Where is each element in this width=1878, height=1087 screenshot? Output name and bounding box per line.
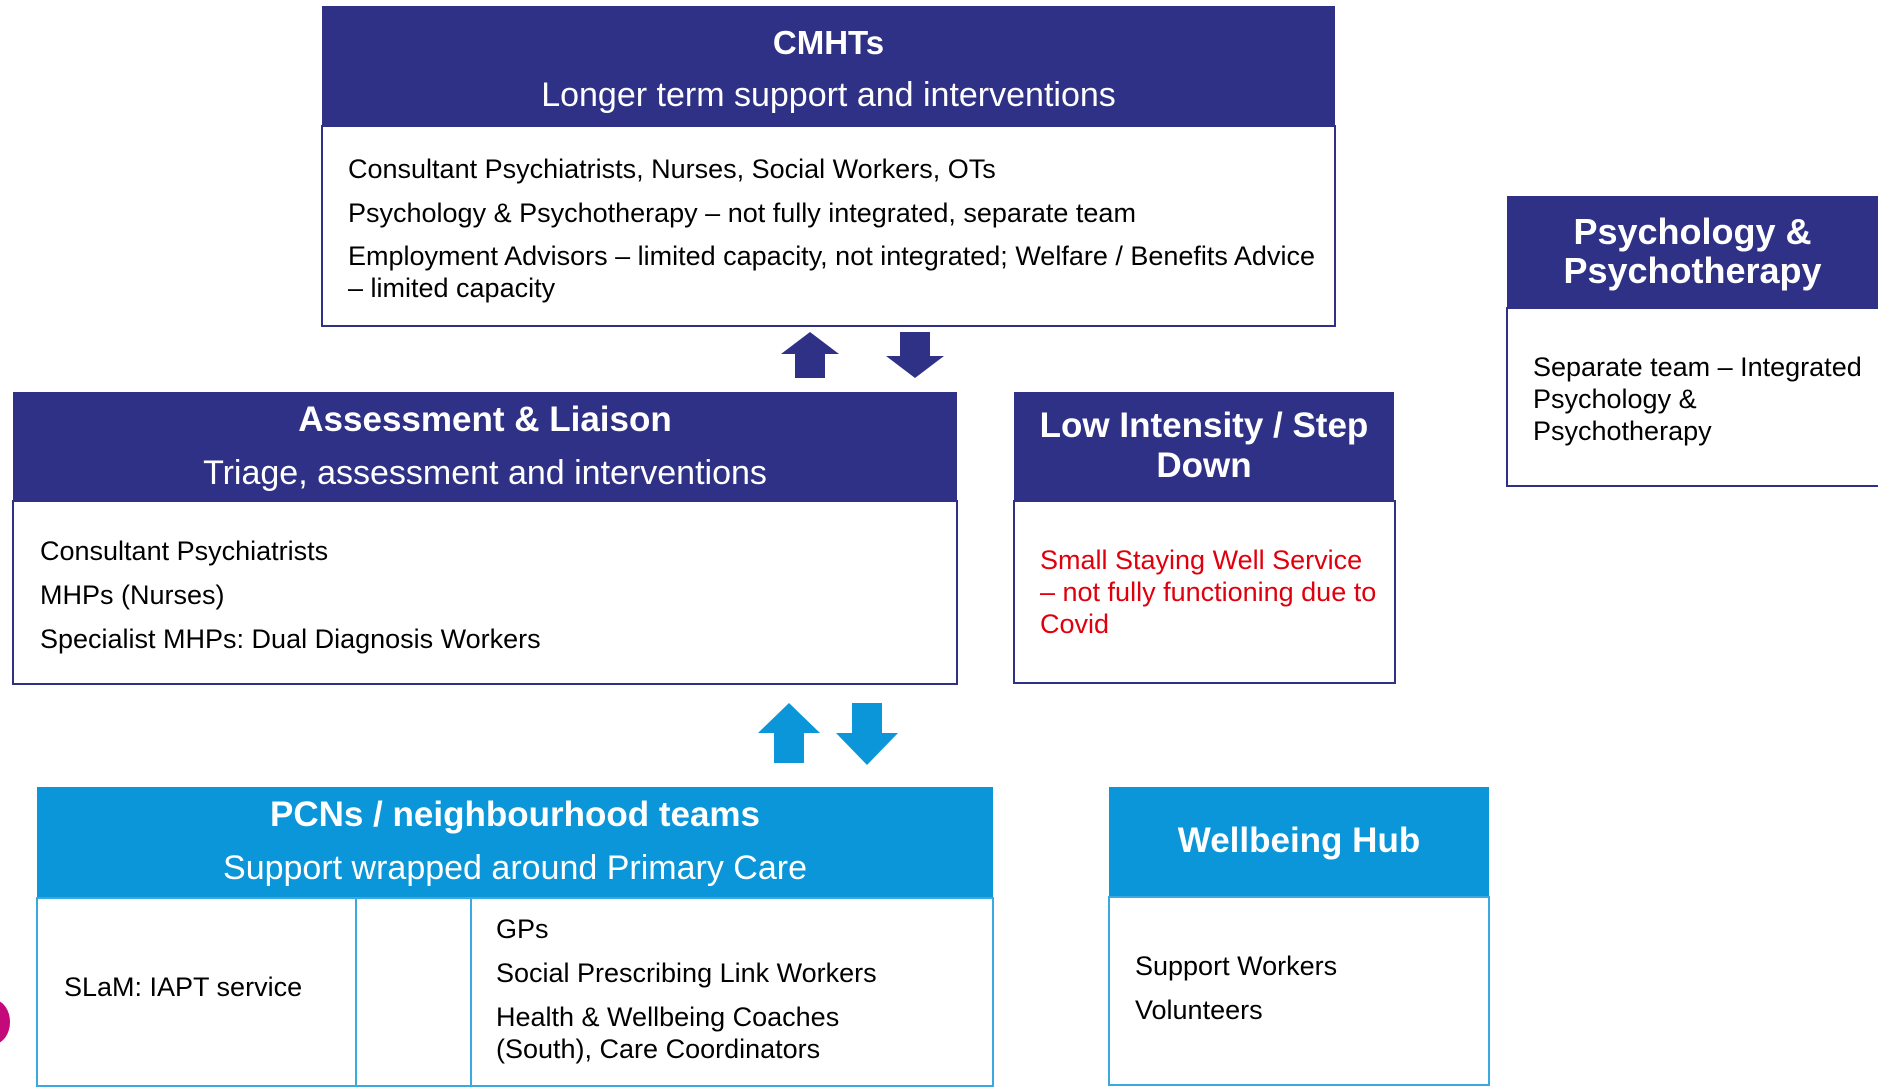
arrow-down-icon	[886, 332, 944, 378]
psychology-header: Psychology & Psychotherapy	[1507, 196, 1878, 309]
assessment-item: Consultant Psychiatrists	[40, 536, 329, 566]
cmhts-title: CMHTs	[772, 24, 885, 61]
pcns-header: PCNs / neighbourhood teams Support wrapp…	[37, 787, 993, 899]
pcns-divider	[355, 899, 357, 1085]
low-intensity-title: Low Intensity / Step Down	[1039, 406, 1369, 485]
pcns-item: Social Prescribing Link Workers	[496, 958, 877, 988]
cmhts-body: Consultant Psychiatrists, Nurses, Social…	[321, 125, 1336, 327]
pcns-body: SLaM: IAPT service GPs Social Prescribin…	[36, 897, 994, 1087]
wellbeing-header: Wellbeing Hub	[1109, 787, 1489, 898]
low-intensity-header: Low Intensity / Step Down	[1014, 392, 1394, 502]
pcns-subtitle: Support wrapped around Primary Care	[223, 849, 807, 887]
psychology-body: Separate team – Integrated Psychology & …	[1506, 307, 1878, 487]
cmhts-item: Consultant Psychiatrists, Nurses, Social…	[348, 154, 996, 184]
cmhts-item: Employment Advisors – limited capacity, …	[348, 241, 1315, 303]
pcns-divider	[470, 899, 472, 1085]
wellbeing-item: Support Workers	[1135, 951, 1338, 981]
low-intensity-body: Small Staying Well Service – not fully f…	[1013, 500, 1396, 684]
assessment-item: MHPs (Nurses)	[40, 580, 225, 610]
pcns-title: PCNs / neighbourhood teams	[269, 795, 761, 834]
assessment-body: Consultant Psychiatrists MHPs (Nurses) S…	[12, 500, 958, 685]
psychology-text: Separate team – Integrated Psychology & …	[1533, 352, 1862, 446]
wellbeing-title: Wellbeing Hub	[1177, 821, 1421, 860]
wellbeing-body: Support Workers Volunteers	[1108, 896, 1490, 1086]
assessment-item: Specialist MHPs: Dual Diagnosis Workers	[40, 624, 541, 654]
pcns-left-cell: SLaM: IAPT service	[64, 972, 303, 1002]
arrow-up-icon	[758, 703, 820, 763]
wellbeing-item: Volunteers	[1135, 995, 1263, 1025]
assessment-header: Assessment & Liaison Triage, assessment …	[13, 392, 957, 502]
cmhts-subtitle: Longer term support and interventions	[541, 76, 1116, 114]
arrow-up-icon	[781, 332, 839, 378]
assessment-subtitle: Triage, assessment and interventions	[203, 454, 767, 492]
pcns-item: GPs	[496, 914, 549, 944]
psychology-title: Psychology & Psychotherapy	[1563, 211, 1822, 291]
arrow-down-icon	[836, 703, 898, 765]
assessment-title: Assessment & Liaison	[298, 400, 672, 439]
cmhts-item: Psychology & Psychotherapy – not fully i…	[348, 198, 1136, 228]
low-intensity-text: Small Staying Well Service – not fully f…	[1040, 545, 1377, 639]
pink-edge-shape	[0, 1000, 10, 1044]
pcns-item: Health & Wellbeing Coaches (South), Care…	[496, 1002, 840, 1064]
cmhts-header: CMHTs Longer term support and interventi…	[322, 6, 1335, 127]
